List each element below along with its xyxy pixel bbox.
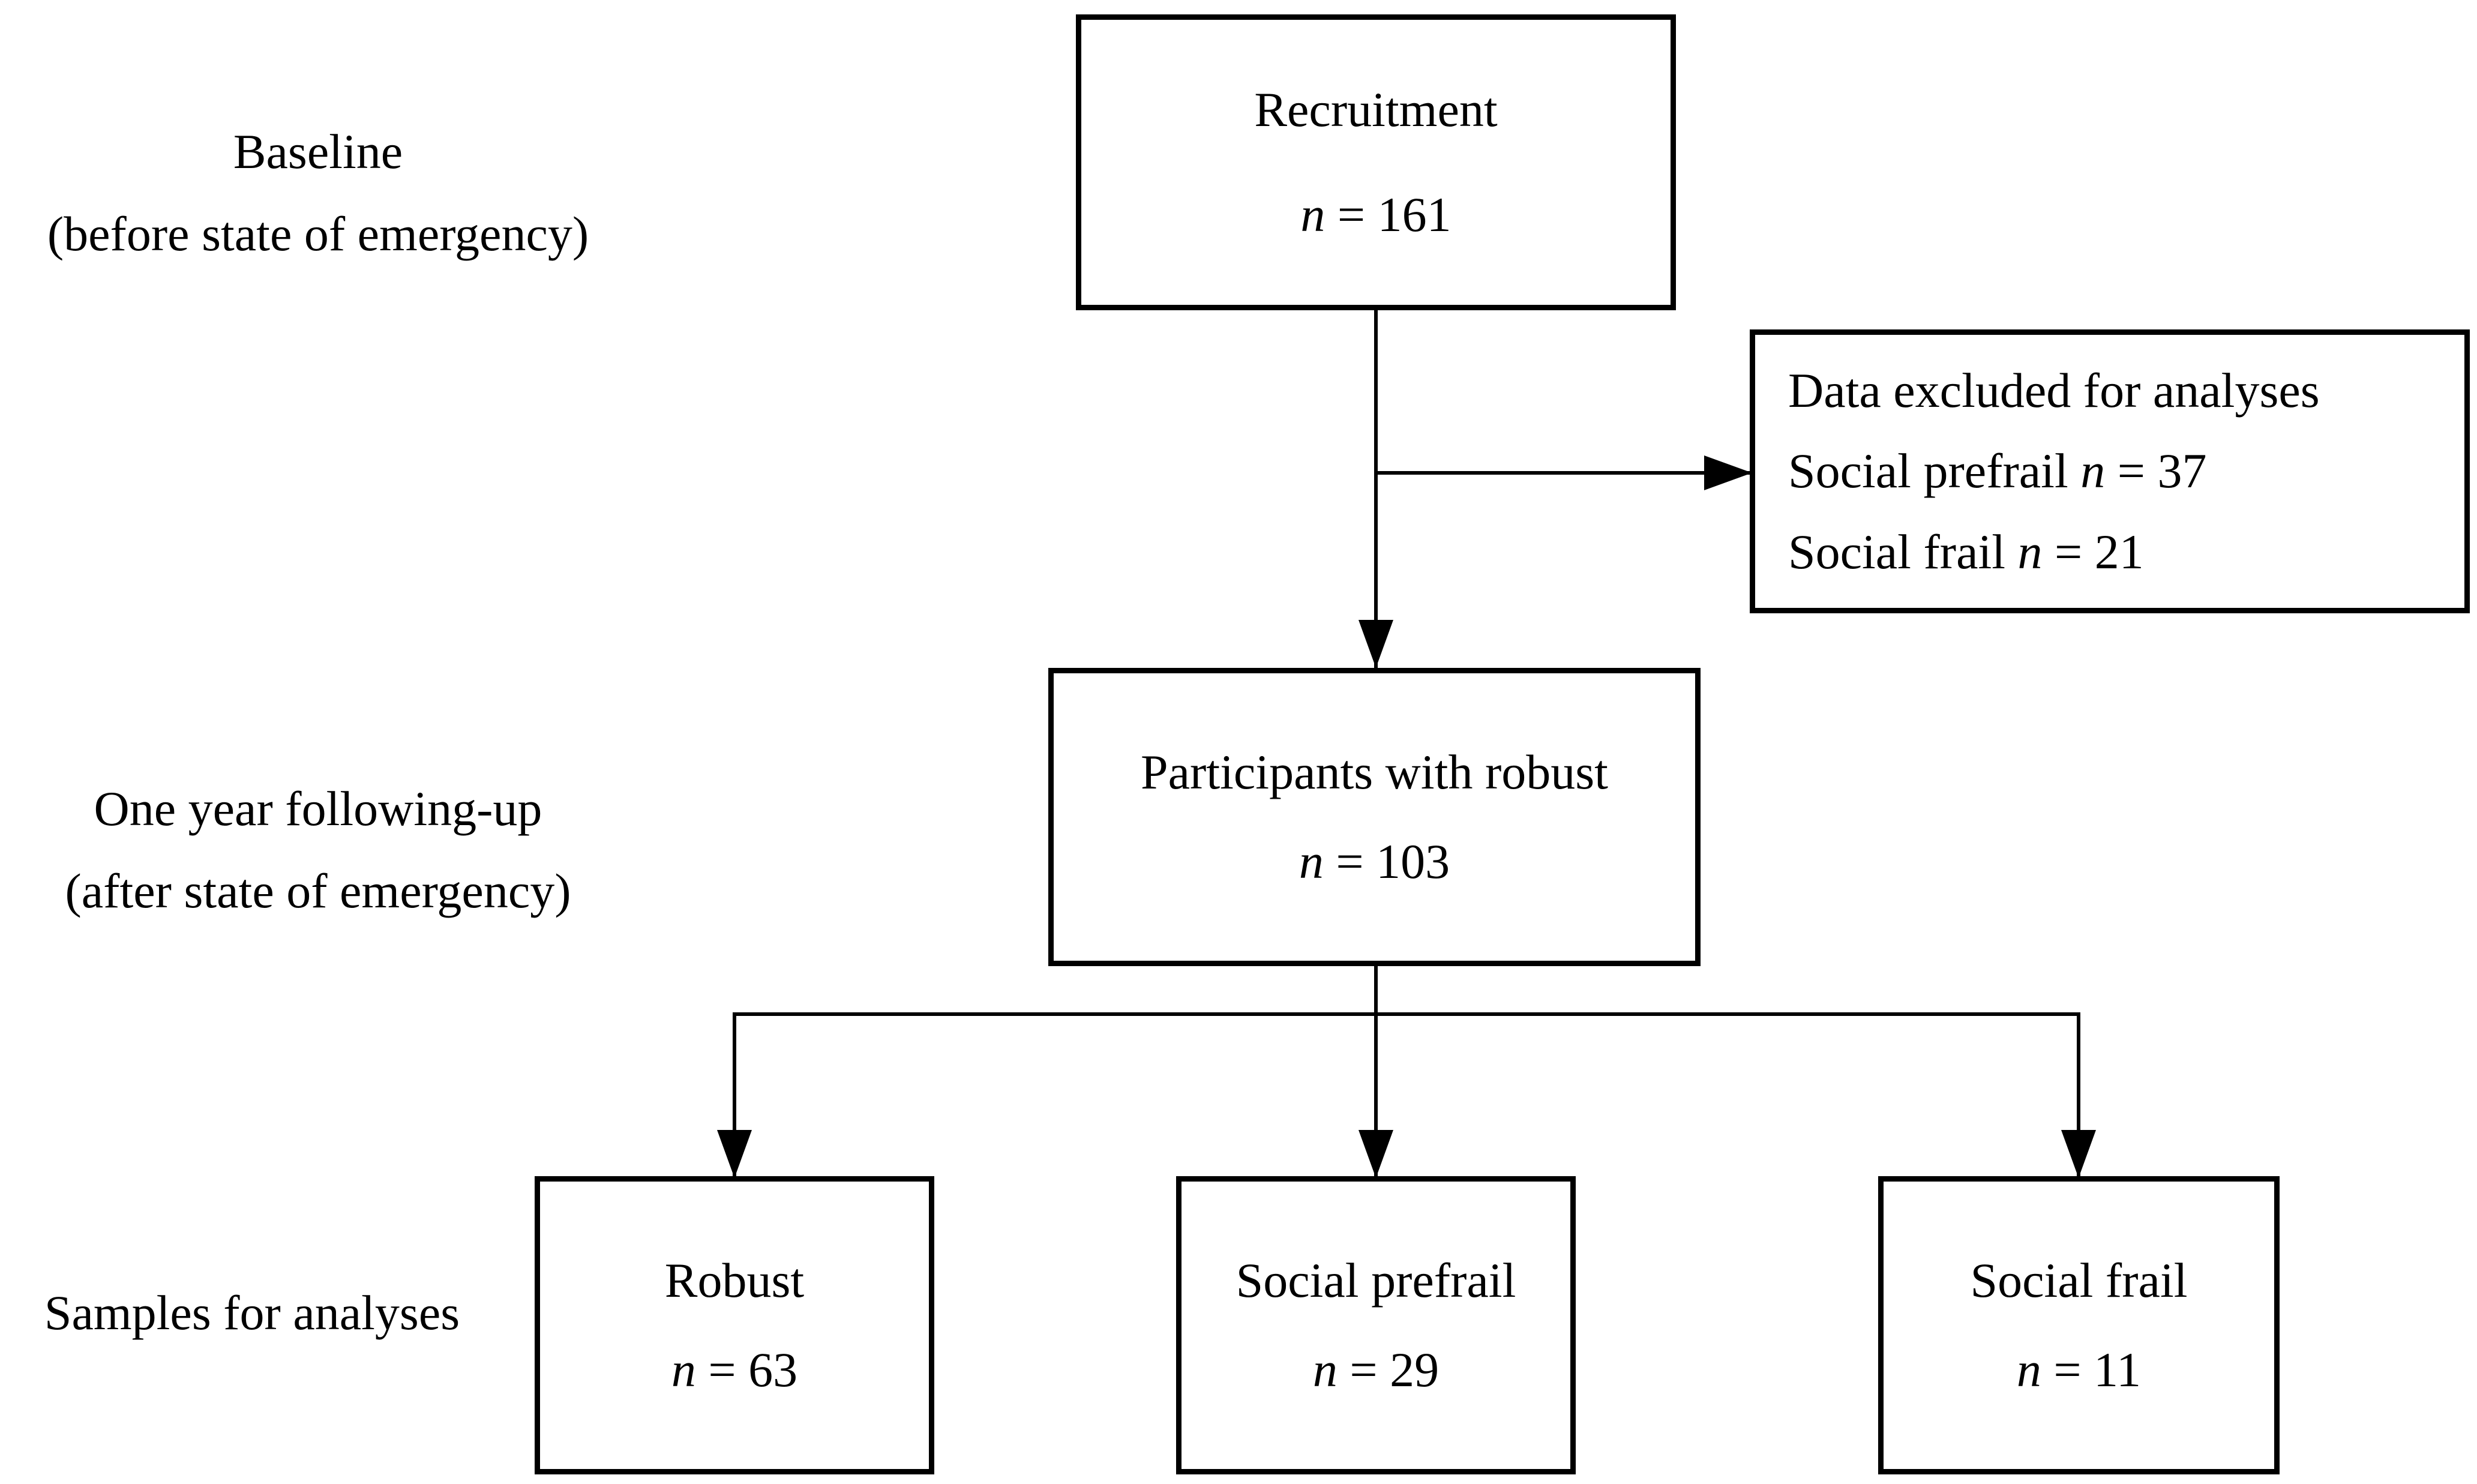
stage-label-followup-line1: One year following-up xyxy=(94,781,542,836)
stage-label-samples-line1: Samples for analyses xyxy=(44,1285,460,1340)
data-excluded-box: Data excluded for analyses Social prefra… xyxy=(1750,329,2470,613)
equals-sign: = xyxy=(2117,443,2145,499)
n-value: 11 xyxy=(2094,1342,2142,1397)
stage-label-followup: One year following-up (after state of em… xyxy=(0,780,636,920)
arrow-down-icon xyxy=(717,1130,752,1178)
robust-sample-box-n: n = 63 xyxy=(671,1342,797,1398)
data-excluded-box-title: Data excluded for analyses xyxy=(1788,363,2320,418)
recruitment-box-title: Recruitment xyxy=(1254,82,1498,137)
n-variable: n xyxy=(1299,834,1324,889)
stage-label-baseline-line1: Baseline xyxy=(233,124,403,179)
equals-sign: = xyxy=(1337,187,1366,242)
n-value: 21 xyxy=(2094,524,2144,579)
social-prefrail-sample-box-n: n = 29 xyxy=(1313,1342,1439,1398)
equals-sign: = xyxy=(2055,524,2083,579)
connector-fanout-to-frail xyxy=(2077,1012,2080,1178)
n-value: 29 xyxy=(1390,1342,1440,1397)
participants-robust-box-n: n = 103 xyxy=(1299,834,1450,890)
connector-fanout-to-robust xyxy=(733,1012,736,1178)
arrow-down-icon xyxy=(1359,620,1393,668)
arrow-down-icon xyxy=(1359,1130,1393,1178)
recruitment-box-n: n = 161 xyxy=(1300,187,1451,243)
social-frail-sample-box-title: Social frail xyxy=(1970,1252,2188,1308)
n-variable: n xyxy=(1312,1342,1338,1397)
n-variable: n xyxy=(2080,443,2106,499)
connector-recruitment-to-participants xyxy=(1374,310,1378,668)
excluded-row-prefrail-label: Social prefrail xyxy=(1788,443,2068,499)
equals-sign: = xyxy=(708,1342,736,1397)
excluded-row-frail: Social frail n = 21 xyxy=(1788,524,2144,580)
social-prefrail-sample-box-title: Social prefrail xyxy=(1235,1252,1516,1308)
equals-sign: = xyxy=(1350,1342,1378,1397)
recruitment-box: Recruitment n = 161 xyxy=(1076,14,1676,310)
excluded-row-prefrail: Social prefrail n = 37 xyxy=(1788,443,2207,499)
connector-branch-to-excluded xyxy=(1376,471,1752,475)
robust-sample-box-title: Robust xyxy=(664,1252,805,1308)
equals-sign: = xyxy=(1336,834,1364,889)
excluded-row-frail-label: Social frail xyxy=(1788,524,2006,579)
social-prefrail-sample-box: Social prefrail n = 29 xyxy=(1176,1176,1576,1474)
n-value: 37 xyxy=(2157,443,2207,499)
social-frail-sample-box: Social frail n = 11 xyxy=(1878,1176,2280,1474)
participants-robust-box: Participants with robust n = 103 xyxy=(1048,668,1701,966)
n-variable: n xyxy=(1300,187,1326,242)
n-variable: n xyxy=(2016,1342,2041,1397)
arrow-right-icon xyxy=(1704,455,1752,490)
connector-fanout-horizontal xyxy=(733,1012,2080,1016)
robust-sample-box: Robust n = 63 xyxy=(535,1176,934,1474)
stage-label-followup-line2: (after state of emergency) xyxy=(65,863,571,918)
social-frail-sample-box-n: n = 11 xyxy=(2017,1342,2141,1398)
stage-label-baseline: Baseline (before state of emergency) xyxy=(0,123,636,263)
n-value: 63 xyxy=(748,1342,798,1397)
participants-robust-box-title: Participants with robust xyxy=(1141,744,1608,799)
connector-participants-to-samples xyxy=(1374,966,1378,1178)
stage-label-samples: Samples for analyses xyxy=(0,1284,504,1342)
n-variable: n xyxy=(671,1342,696,1397)
n-value: 161 xyxy=(1377,187,1452,242)
equals-sign: = xyxy=(2053,1342,2082,1397)
stage-label-baseline-line2: (before state of emergency) xyxy=(47,206,589,261)
n-value: 103 xyxy=(1376,834,1450,889)
arrow-down-icon xyxy=(2061,1130,2096,1178)
n-variable: n xyxy=(2017,524,2043,579)
